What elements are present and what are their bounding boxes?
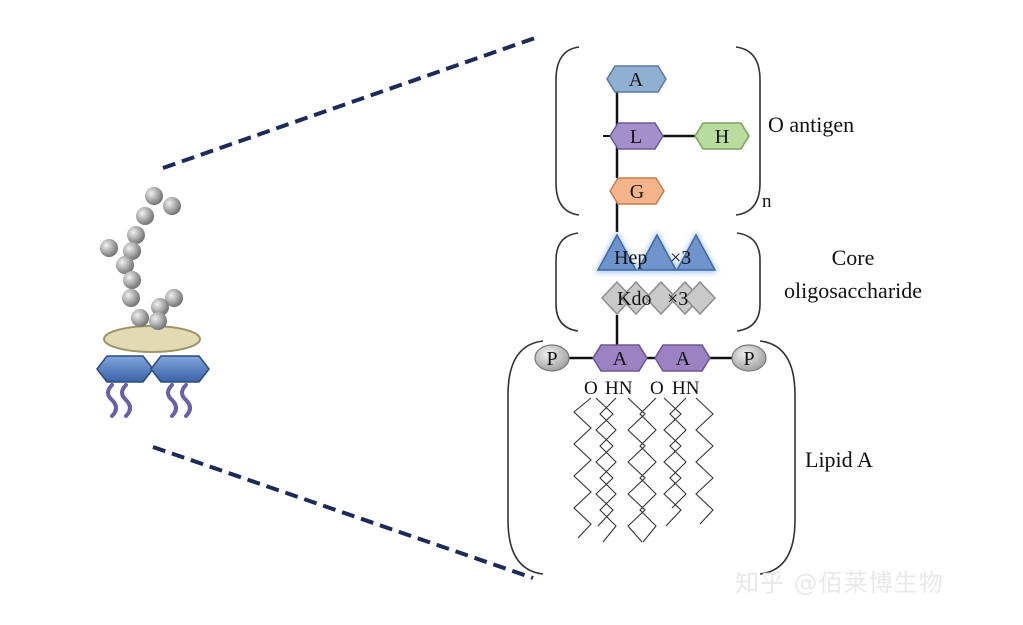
linkage-hn-2: HN <box>672 378 700 399</box>
o-antigen-bracket-right <box>735 46 761 216</box>
linkage-o-1: O <box>584 378 598 399</box>
o-antigen-unit-h <box>694 122 750 150</box>
lipid-sugar-hexagon-right <box>150 355 210 383</box>
o-antigen-label: O antigen <box>768 112 854 137</box>
lipid-a-section: P P A A O HN O HN Lipid A <box>507 340 873 575</box>
o-antigen-unit-l <box>609 122 664 150</box>
o-antigen-bracket-left <box>555 46 580 216</box>
core-disc <box>103 325 201 353</box>
watermark: 知乎 @佰莱博生物 <box>735 569 944 597</box>
phosphate-left <box>534 344 570 372</box>
phosphate-right <box>731 344 767 372</box>
repeat-subscript-n: n <box>762 191 772 212</box>
kdo-diamonds <box>600 280 717 316</box>
hep-triangles <box>595 231 718 273</box>
kdo-count: ×3 <box>667 288 688 310</box>
o-antigen-unit-g <box>609 177 665 205</box>
o-antigen-unit-h-label: H <box>715 126 729 148</box>
lipid-a-sugar-right-label: A <box>676 348 691 370</box>
phosphate-right-label: P <box>743 348 754 370</box>
lipid-a-bracket-right <box>759 340 796 575</box>
core-bracket-left <box>555 232 579 332</box>
core-bracket-right <box>736 232 761 332</box>
lipid-a-sugar-left <box>592 344 648 372</box>
o-antigen-unit-g-label: G <box>630 181 644 203</box>
o-antigen-section: A L H G O antigen n <box>555 46 854 232</box>
core-label-line2: oligosaccharide <box>784 278 922 303</box>
polysaccharide-chain <box>100 187 183 330</box>
lipid-tails <box>106 383 192 418</box>
o-antigen-unit-a-label: A <box>629 69 644 91</box>
core-section: Hep ×3 Kdo ×3 Core oligosaccharide <box>555 231 922 345</box>
linkage-hn-1: HN <box>605 378 633 399</box>
core-label-line1: Core <box>832 245 875 270</box>
hep-label: Hep <box>614 247 647 269</box>
lipid-a-sugar-right <box>654 344 711 372</box>
linkage-o-2: O <box>650 378 664 399</box>
lipid-a-bracket-left <box>507 340 544 575</box>
lps-molecule-icon <box>96 187 210 418</box>
lipid-a-label: Lipid A <box>805 447 873 472</box>
zoom-line-bottom <box>152 445 534 580</box>
fatty-acid-chains <box>573 397 714 543</box>
o-antigen-unit-l-label: L <box>630 126 642 148</box>
lipid-sugar-hexagon-left <box>96 355 154 383</box>
kdo-label: Kdo <box>617 288 651 310</box>
phosphate-left-label: P <box>546 348 557 370</box>
lipid-a-sugar-left-label: A <box>613 348 628 370</box>
zoom-line-top <box>162 36 536 170</box>
o-antigen-unit-a <box>606 65 667 93</box>
hep-count: ×3 <box>670 247 691 269</box>
